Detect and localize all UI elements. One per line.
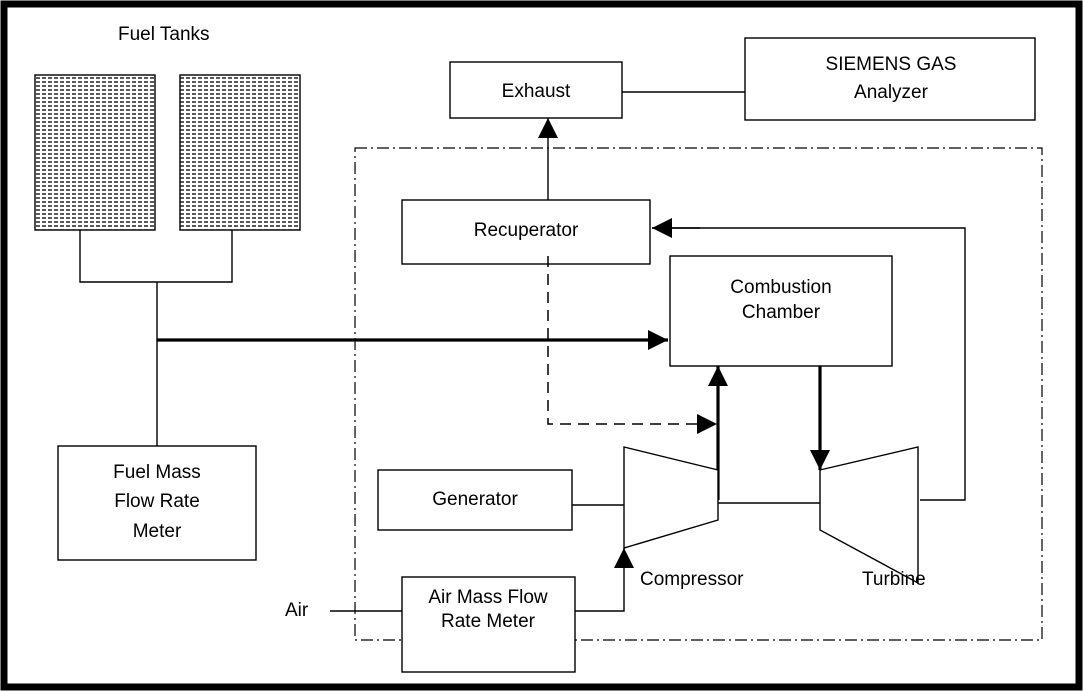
fuel-tanks-label: Fuel Tanks: [118, 24, 210, 45]
compressor-label: Compressor: [640, 569, 744, 590]
gas-analyzer-label-1: SIEMENS GAS: [826, 54, 957, 75]
combustion-chamber-box: [669, 255, 893, 367]
combustion-label-1: Combustion: [730, 277, 831, 298]
fuel-meter-label-1: Fuel Mass: [113, 462, 201, 483]
compressor-shape: [623, 446, 719, 549]
combustion-label-2: Chamber: [742, 302, 821, 323]
turbine-label: Turbine: [862, 569, 926, 590]
fuel-tank-right: [179, 74, 301, 231]
gas-analyzer-label-2: Analyzer: [854, 82, 929, 103]
air-to-compressor-arrow: [575, 548, 634, 612]
recuperator-label: Recuperator: [474, 220, 579, 241]
exhaust-box: [449, 61, 623, 119]
air-meter-label-1: Air Mass Flow: [428, 587, 548, 608]
fuel-tank-left: [34, 74, 156, 231]
generator-label: Generator: [432, 489, 518, 510]
air-meter-label-2: Rate Meter: [441, 611, 536, 632]
fuel-meter-label-2: Flow Rate: [114, 491, 200, 512]
air-mass-flow-meter-box: [401, 576, 576, 673]
gas-analyzer-box: [744, 37, 1036, 121]
exhaust-label: Exhaust: [502, 81, 571, 102]
fuel-mass-flow-meter-box: [57, 445, 257, 561]
generator-box: [377, 469, 573, 531]
turbine-shape: [819, 446, 919, 585]
air-label: Air: [285, 600, 309, 621]
fuel-meter-label-3: Meter: [133, 521, 182, 542]
turbine-exhaust-return-line: [652, 227, 966, 501]
recuperator-box: [401, 199, 651, 265]
preheated-air-dashed-path: [547, 256, 717, 434]
system-boundary: [354, 147, 1043, 641]
tank-manifold-line: [79, 230, 233, 283]
